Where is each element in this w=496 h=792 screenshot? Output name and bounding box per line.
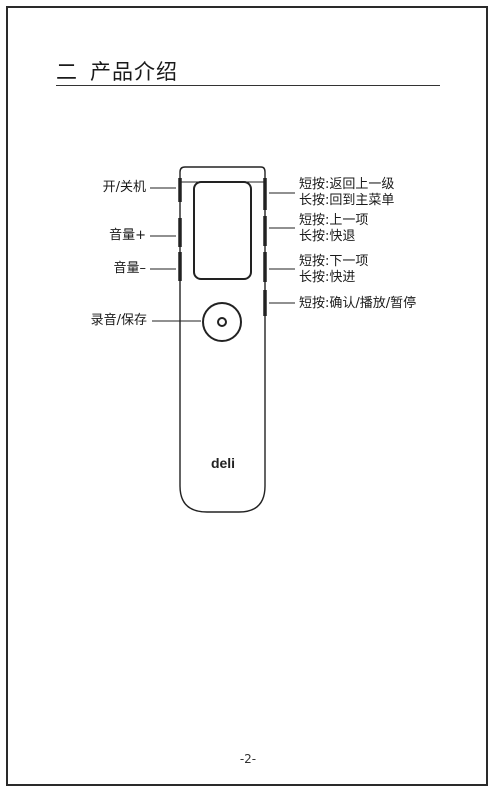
label-power: 开/关机 — [102, 180, 146, 195]
heading-rule — [56, 85, 440, 86]
label-prev-long: 长按:快退 — [299, 229, 356, 244]
record-button — [202, 302, 242, 342]
label-next-long: 长按:快进 — [299, 270, 356, 285]
section-heading: 二产品介绍 — [56, 56, 190, 86]
device-body — [179, 166, 266, 513]
label-volume-up: 音量+ — [109, 228, 146, 243]
page-frame — [6, 6, 488, 786]
label-prev-short: 短按:上一项 — [299, 213, 369, 228]
label-volume-down: 音量– — [113, 261, 146, 276]
label-back-long: 长按:回到主菜单 — [299, 193, 395, 208]
device-brand: deli — [211, 455, 235, 471]
section-title: 产品介绍 — [90, 60, 178, 84]
page-number: -2- — [239, 752, 257, 766]
label-next-short: 短按:下一项 — [299, 254, 369, 269]
device-screen — [193, 181, 252, 280]
label-record: 录音/保存 — [90, 313, 147, 328]
record-button-dot — [217, 317, 227, 327]
label-back-short: 短按:返回上一级 — [299, 177, 395, 192]
label-confirm-short: 短按:确认/播放/暂停 — [299, 296, 417, 311]
section-number: 二 — [56, 60, 78, 84]
